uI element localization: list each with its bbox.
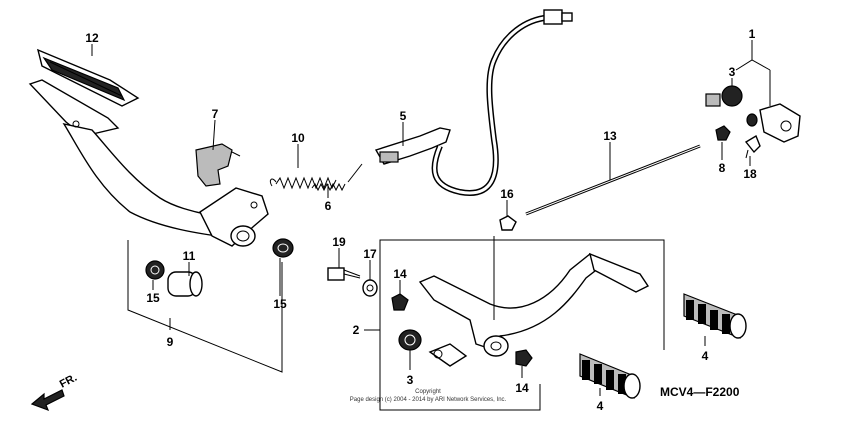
assembly-bracket-9 <box>127 240 283 373</box>
switch-7 <box>195 143 241 187</box>
callout-8: 8 <box>719 161 726 175</box>
nut-16 <box>499 215 517 231</box>
step-rubber-4-bottom <box>579 353 641 399</box>
rod-end-1 <box>746 103 801 143</box>
copyright-line-2: Page design (c) 2004 - 2014 by ARI Netwo… <box>350 397 507 403</box>
callout-19: 19 <box>332 235 346 249</box>
rubber-boot-3-top <box>705 85 743 107</box>
collar-11 <box>167 271 203 297</box>
brake-switch-5 <box>374 127 451 165</box>
callout-3-bottom: 3 <box>407 373 414 387</box>
gearshift-pedal <box>418 252 650 367</box>
callout-7: 7 <box>212 107 219 121</box>
bushing-seal-15-right <box>272 238 294 258</box>
callout-5: 5 <box>400 109 407 123</box>
callout-17: 17 <box>363 247 377 261</box>
callout-15-right: 15 <box>273 297 287 311</box>
brake-pedal-arm <box>28 79 269 247</box>
diagram-code: MCV4—F2200 <box>660 385 740 399</box>
spring-6 <box>311 163 363 192</box>
callout-14-top: 14 <box>393 267 407 281</box>
callout-14-bottom: 14 <box>515 381 529 395</box>
callout-18: 18 <box>743 167 757 181</box>
nut-14-bottom <box>515 349 533 367</box>
callout-6: 6 <box>325 199 332 213</box>
direction-label: FR. <box>58 372 79 391</box>
switch-wire <box>431 9 573 196</box>
copyright-line-1: Copyright <box>415 389 441 395</box>
rubber-boot-3-bottom <box>398 329 422 351</box>
step-rubber-4-right <box>683 293 747 339</box>
callout-1: 1 <box>749 27 756 41</box>
washer-17 <box>362 279 378 297</box>
leader-lines <box>91 40 771 396</box>
brake-pedal-pad <box>36 48 140 107</box>
spring-10 <box>269 176 337 190</box>
callout-4-bottom: 4 <box>597 399 604 413</box>
bolt-18 <box>744 134 761 159</box>
front-direction-arrow-icon <box>30 389 65 412</box>
bushing-seal-15-left <box>145 260 165 280</box>
nut-8 <box>715 125 731 141</box>
callout-13: 13 <box>603 129 617 143</box>
callout-16: 16 <box>500 187 514 201</box>
callout-15-left: 15 <box>146 291 160 305</box>
shift-rod-13 <box>525 144 701 216</box>
callout-2: 2 <box>353 323 360 337</box>
callout-11: 11 <box>183 249 196 263</box>
callout-9: 9 <box>167 335 174 349</box>
nut-14-top <box>391 293 409 311</box>
callout-4-right: 4 <box>702 349 709 363</box>
callout-12: 12 <box>85 31 99 45</box>
bolt-19 <box>327 267 361 281</box>
callout-3-top: 3 <box>729 65 736 79</box>
callout-10: 10 <box>291 131 305 145</box>
